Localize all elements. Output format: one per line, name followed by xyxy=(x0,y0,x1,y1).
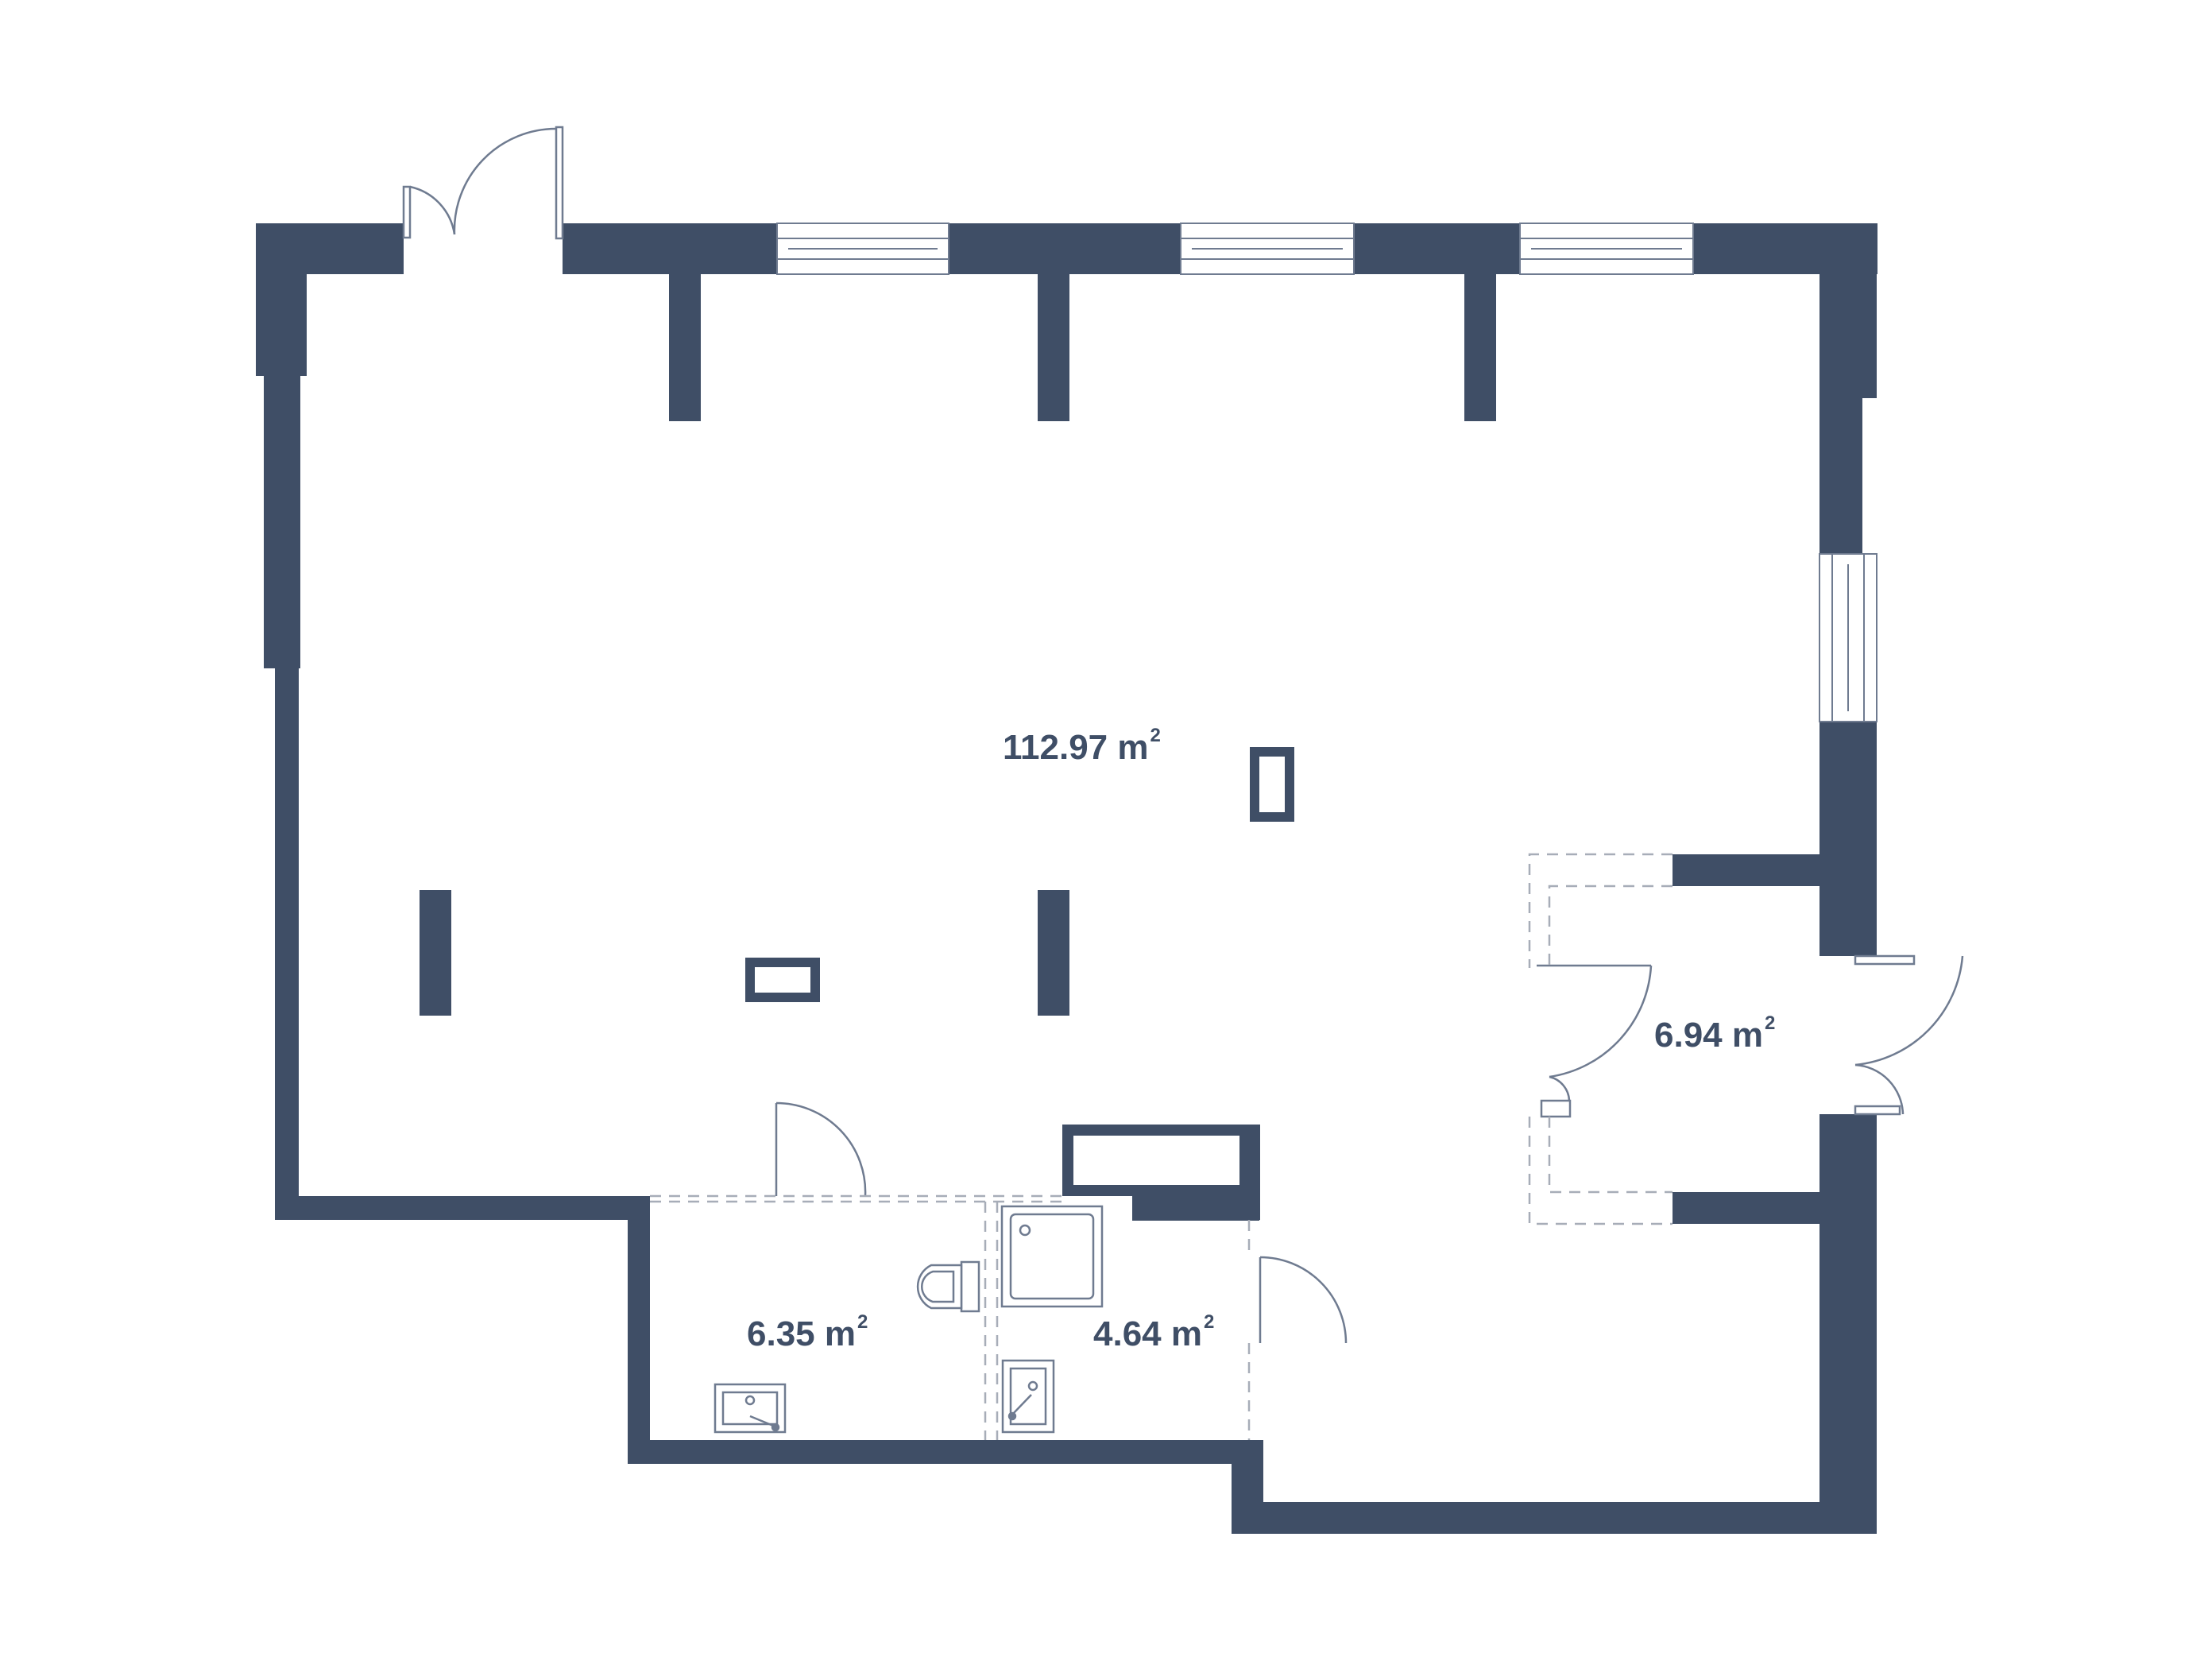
area-label-entry-room: 6.94 m2 xyxy=(1654,1012,1776,1055)
wall-left-lower xyxy=(275,668,299,1220)
column-1 xyxy=(669,274,701,421)
windows xyxy=(776,223,1877,722)
shaft-vertical xyxy=(1250,747,1294,822)
area-label-main-hall: 112.97 m2 xyxy=(1003,725,1161,767)
door-shower xyxy=(1259,1256,1348,1344)
wall-top-c xyxy=(1353,223,1531,274)
column-4 xyxy=(420,890,451,1016)
column-2 xyxy=(1038,274,1069,421)
sink-icon xyxy=(713,1383,787,1434)
wall-bath-top-right xyxy=(1132,1192,1259,1221)
door-entry-outer-bottom xyxy=(1854,1063,1905,1115)
doors xyxy=(402,126,1964,1344)
wall-right-upper xyxy=(1819,223,1877,398)
wall-top-b xyxy=(948,223,1186,274)
wall-bath-bottom xyxy=(628,1440,1263,1464)
door-toilet xyxy=(775,1101,867,1197)
shaft-bath xyxy=(1062,1125,1255,1196)
area-label-toilet: 6.35 m2 xyxy=(747,1311,868,1353)
toilet-icon xyxy=(916,1260,980,1313)
wall-entry-bottom xyxy=(1673,1192,1819,1224)
wall-right-mid xyxy=(1819,398,1862,554)
shaft-horizontal xyxy=(745,958,820,1002)
door-entry-outer-top xyxy=(1854,955,1964,1067)
wall-left-mid xyxy=(264,376,300,668)
fixtures xyxy=(713,1205,1104,1434)
column-5 xyxy=(1038,890,1069,1016)
wall-bottom-right xyxy=(1232,1502,1877,1534)
door-entrance-right xyxy=(453,127,557,235)
wall-top-a xyxy=(563,223,783,274)
shower-tray-icon xyxy=(1000,1205,1104,1308)
wall-right-b xyxy=(1819,722,1877,956)
area-label-shower-room: 4.64 m2 xyxy=(1093,1311,1215,1353)
wall-bath-left xyxy=(628,1196,650,1462)
wall-entry-top xyxy=(1673,854,1819,886)
door-entrance-left xyxy=(409,185,456,235)
wall-bottom-left xyxy=(275,1196,650,1220)
wall-left-outer xyxy=(256,223,307,376)
dashed-lines xyxy=(650,853,1673,1440)
shafts xyxy=(745,747,1294,1196)
column-3 xyxy=(1464,274,1496,421)
wall-right-c xyxy=(1819,1114,1877,1534)
walls xyxy=(256,223,1877,1534)
sink-shower-icon xyxy=(1001,1359,1055,1434)
door-entry-inner xyxy=(1549,965,1653,1078)
